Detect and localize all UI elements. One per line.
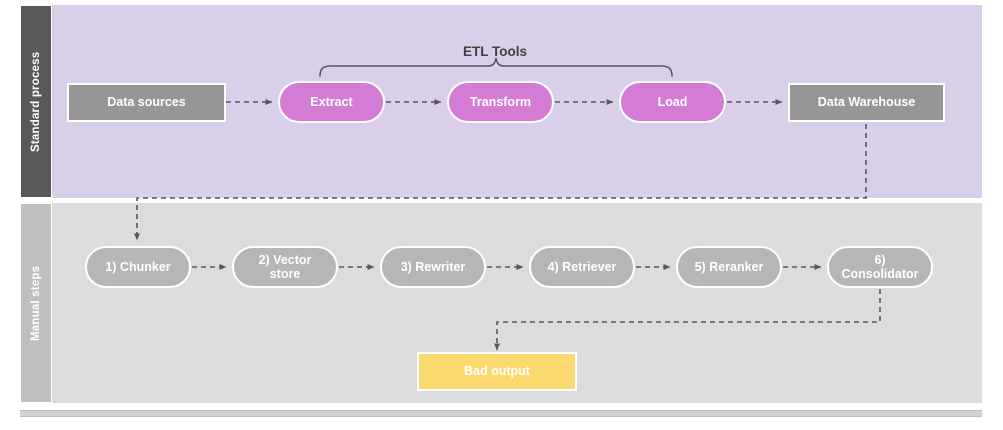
- node-rewriter[interactable]: 3) Rewriter: [380, 246, 486, 288]
- node-consolidator[interactable]: 6)Consolidator: [827, 246, 933, 288]
- node-retriever[interactable]: 4) Retriever: [529, 246, 635, 288]
- etl-tools-label: ETL Tools: [463, 44, 527, 59]
- node-load[interactable]: Load: [619, 81, 726, 123]
- bottom-divider: [20, 410, 982, 417]
- node-data-sources[interactable]: Data sources: [67, 83, 226, 122]
- node-data-warehouse[interactable]: Data Warehouse: [788, 83, 945, 122]
- node-chunker[interactable]: 1) Chunker: [85, 246, 191, 288]
- node-bad-output[interactable]: Bad output: [417, 352, 577, 391]
- node-extract[interactable]: Extract: [278, 81, 385, 123]
- node-transform[interactable]: Transform: [447, 81, 554, 123]
- lane-label-manual-steps: Manual steps: [20, 203, 52, 403]
- node-reranker[interactable]: 5) Reranker: [676, 246, 782, 288]
- lane-label-standard-process: Standard process: [20, 5, 52, 198]
